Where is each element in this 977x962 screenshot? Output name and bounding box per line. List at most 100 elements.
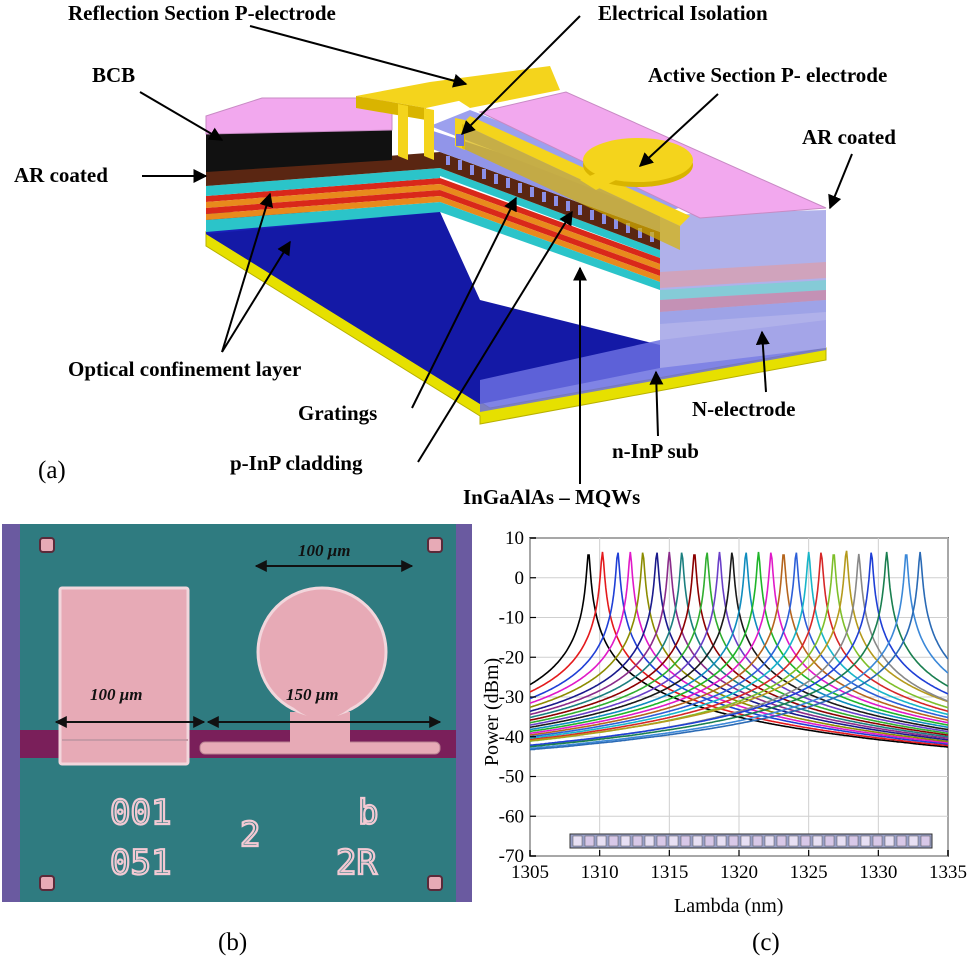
label-n-inp-sub: n-InP sub xyxy=(612,439,699,463)
dim-right: 150 μm xyxy=(286,685,338,704)
spectrum-series xyxy=(530,551,948,747)
array-cell xyxy=(644,835,655,847)
label-reflection-electrode: Reflection Section P-electrode xyxy=(68,1,336,25)
substrate-top xyxy=(206,212,660,404)
array-cell xyxy=(836,835,847,847)
label-p-inp-cladding: p-InP cladding xyxy=(230,451,363,475)
active-electrode xyxy=(580,138,693,190)
array-cell xyxy=(908,835,919,847)
spectrum-series xyxy=(530,551,948,740)
black-block xyxy=(206,128,392,172)
marking-001: 001 xyxy=(110,793,171,833)
left-edge-strip xyxy=(2,524,20,902)
y-tick-label: -10 xyxy=(499,608,524,629)
array-cell xyxy=(692,835,703,847)
spectrum-series xyxy=(530,552,948,745)
array-cell xyxy=(668,835,679,847)
y-axis-label: Power (dBm) xyxy=(481,658,503,766)
grating-teeth xyxy=(446,156,654,242)
array-cell xyxy=(872,835,883,847)
square-pad xyxy=(58,586,190,766)
spectrum-series xyxy=(530,551,948,751)
y-tick-label: 0 xyxy=(515,568,525,589)
y-tick-label: -70 xyxy=(499,846,524,867)
label-mqws: InGaAlAs – MQWs xyxy=(463,485,640,509)
y-tick-label: -60 xyxy=(499,806,524,827)
array-cell xyxy=(812,835,823,847)
spectrum-series xyxy=(530,551,948,733)
waveguide-band-cyan-top xyxy=(440,168,660,258)
spectrum-series xyxy=(530,552,948,731)
array-cell xyxy=(884,835,895,847)
array-cell xyxy=(572,835,583,847)
array-cell xyxy=(608,835,619,847)
array-cell xyxy=(788,835,799,847)
marking-b: b xyxy=(358,793,378,833)
panel-a-labels: Reflection Section P-electrode Electrica… xyxy=(14,1,896,509)
confinement-layer-lower xyxy=(206,202,440,232)
panel-c-label: (c) xyxy=(752,929,780,956)
y-tick-label: -40 xyxy=(499,727,524,748)
spectrum-series xyxy=(530,552,948,738)
array-cell xyxy=(860,835,871,847)
label-ar-coated-left: AR coated xyxy=(14,163,108,187)
right-edge-strip xyxy=(456,524,472,902)
spectrum-series xyxy=(530,552,948,735)
x-axis-label: Lambda (nm) xyxy=(674,895,783,917)
label-optical-confinement: Optical confinement layer xyxy=(68,357,301,381)
y-tick-label: -20 xyxy=(499,647,524,668)
electrode-strip xyxy=(462,116,690,226)
label-n-electrode: N-electrode xyxy=(692,397,795,421)
panel-a-label: (a) xyxy=(38,457,66,484)
marking-2r: 2R xyxy=(336,843,377,883)
marking-051: 051 xyxy=(110,843,171,883)
spectrum-series xyxy=(530,554,948,736)
array-cell xyxy=(632,835,643,847)
isolation-gap xyxy=(456,134,464,146)
confinement-layer-upper xyxy=(206,168,440,196)
array-cell xyxy=(800,835,811,847)
x-tick-label: 1310 xyxy=(581,862,619,883)
spectrum-series xyxy=(530,551,948,748)
dim-left: 100 μm xyxy=(90,685,142,704)
array-cell xyxy=(656,835,667,847)
spectrum-series xyxy=(530,552,948,746)
array-cell xyxy=(752,835,763,847)
device-schematic xyxy=(205,66,827,425)
array-cell xyxy=(848,835,859,847)
spectrum-series xyxy=(530,550,948,742)
scale-top: 100 μm xyxy=(298,541,350,560)
array-cell xyxy=(740,835,751,847)
x-tick-label: 1335 xyxy=(929,862,967,883)
x-tick-label: 1315 xyxy=(650,862,688,883)
x-tick-label: 1305 xyxy=(511,862,549,883)
array-cell xyxy=(824,835,835,847)
array-cell xyxy=(620,835,631,847)
label-active-electrode: Active Section P- electrode xyxy=(648,63,887,87)
spectrum-series xyxy=(530,551,948,744)
series-group xyxy=(530,550,948,751)
array-cell xyxy=(716,835,727,847)
y-tick-label: 10 xyxy=(505,528,524,549)
array-cell xyxy=(896,835,907,847)
array-cell xyxy=(728,835,739,847)
array-cell xyxy=(680,835,691,847)
microscope-image: 001 051 2 b 2R 100 μm 100 μm 150 μm xyxy=(2,524,472,902)
array-cell xyxy=(920,835,931,847)
x-tick-label: 1325 xyxy=(790,862,828,883)
x-tick-label: 1320 xyxy=(720,862,758,883)
y-tick-label: -50 xyxy=(499,767,524,788)
label-ar-coated-right: AR coated xyxy=(802,125,896,149)
array-cell xyxy=(596,835,607,847)
array-cell xyxy=(776,835,787,847)
label-electrical-isolation: Electrical Isolation xyxy=(598,1,768,25)
array-cell xyxy=(584,835,595,847)
array-cell xyxy=(704,835,715,847)
array-cell xyxy=(764,835,775,847)
marking-2: 2 xyxy=(240,815,260,855)
y-ticks: 100-10-20-30-40-50-60-70 xyxy=(499,528,536,867)
panel-b-label: (b) xyxy=(218,929,247,956)
